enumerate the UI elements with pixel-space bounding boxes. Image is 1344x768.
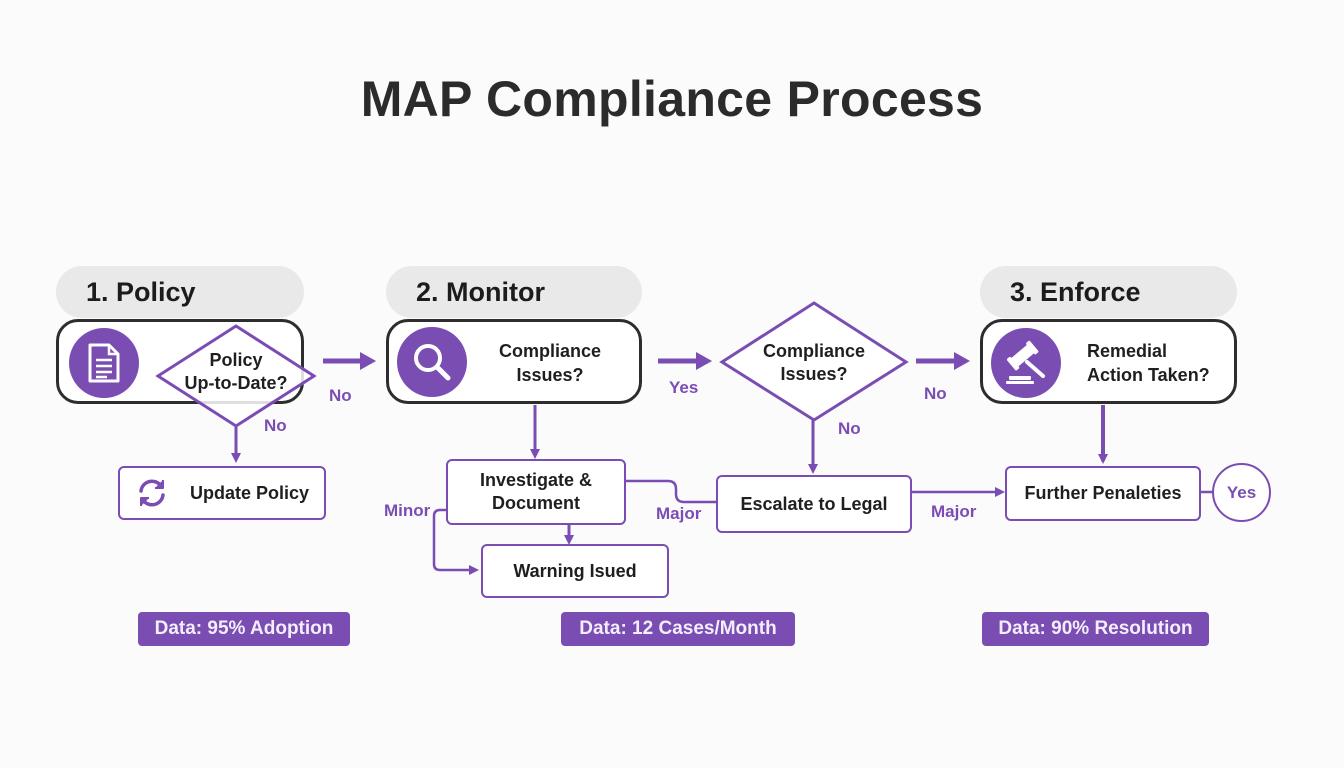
policy-decision-diamond[interactable] <box>155 324 317 428</box>
phase-pill-monitor: 2. Monitor <box>386 266 642 318</box>
line-major-investigate <box>626 479 718 504</box>
edge-label-no: No <box>838 419 861 438</box>
edge-label-no: No <box>329 386 352 405</box>
compliance-decision-diamond[interactable] <box>719 301 909 423</box>
data-badge-monitor: Data: 12 Cases/Month <box>561 612 795 646</box>
escalate-legal-box[interactable]: Escalate to Legal <box>716 475 912 533</box>
further-penalties-box[interactable]: Further Penaleties <box>1005 466 1201 521</box>
update-policy-box[interactable]: Update Policy <box>118 466 326 520</box>
magnifier-icon <box>397 327 467 397</box>
phase-label: 3. Enforce <box>1010 276 1141 307</box>
edge-label-no: No <box>924 384 947 403</box>
investigate-box[interactable]: Investigate & Document <box>446 459 626 525</box>
refresh-icon <box>139 479 165 507</box>
update-policy-label: Update Policy <box>190 482 310 503</box>
document-icon <box>69 328 139 398</box>
enforce-card-text: Remedial Action Taken? <box>1087 341 1210 385</box>
monitor-card-text: Compliance Issues? <box>498 341 602 385</box>
enforce-card[interactable]: Remedial Action Taken? <box>980 319 1237 404</box>
yes-terminal[interactable]: Yes <box>1212 463 1271 522</box>
edge-label-no: No <box>264 416 287 435</box>
policy-decision-text: Policy Up-to-Date? <box>184 350 288 393</box>
gavel-icon <box>991 328 1061 398</box>
diagram-title: MAP Compliance Process <box>360 71 984 127</box>
warning-issued-box[interactable]: Warning Isued <box>481 544 669 598</box>
phase-pill-policy: 1. Policy <box>56 266 304 318</box>
phase-label: 2. Monitor <box>416 276 545 307</box>
data-badge-policy: Data: 95% Adoption <box>138 612 350 646</box>
compliance-decision-text: Compliance Issues? <box>762 341 866 384</box>
phase-label: 1. Policy <box>86 276 196 307</box>
edge-label-major: Major <box>656 504 702 523</box>
data-badge-enforce: Data: 90% Resolution <box>982 612 1209 646</box>
edge-label-major: Major <box>931 502 977 521</box>
phase-pill-enforce: 3. Enforce <box>980 266 1237 318</box>
edge-label-yes: Yes <box>669 378 699 397</box>
monitor-card[interactable]: Compliance Issues? <box>386 319 642 404</box>
edge-label-minor: Minor <box>384 501 431 520</box>
